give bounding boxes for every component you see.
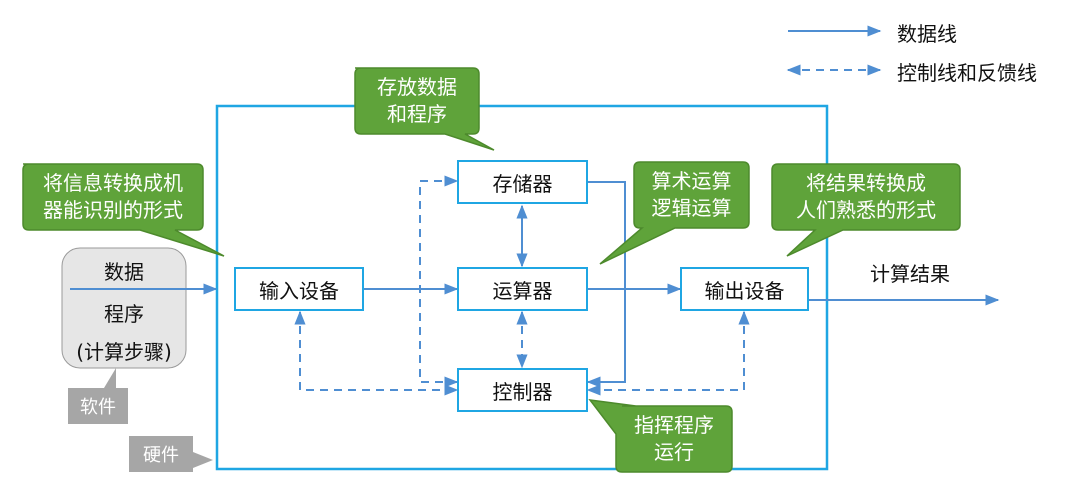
- software-label-shape: [68, 368, 128, 424]
- control-unit: 控制器: [457, 368, 588, 412]
- software-steps-text: (计算步骤): [76, 340, 172, 364]
- output-control-dashed: [586, 310, 750, 396]
- control-callout-line1: 指挥程序: [634, 413, 714, 437]
- alu-callout-line1: 算术运算: [651, 169, 732, 193]
- control-callout-line2: 运行: [654, 440, 694, 464]
- output-device-label: 输出设备: [704, 278, 785, 303]
- memory-callout: 存放数据 和程序: [355, 68, 479, 134]
- memory-callout-line2: 和程序: [387, 102, 447, 126]
- alu-callout-line2: 逻辑运算: [651, 196, 732, 220]
- control-label: 控制器: [492, 379, 553, 404]
- memory-label: 存储器: [492, 171, 553, 196]
- control-callout: 指挥程序 运行: [616, 406, 732, 472]
- memory-unit: 存储器: [457, 160, 588, 204]
- input-control-dashed: [294, 310, 459, 396]
- memory-callout-shape: [354, 67, 495, 151]
- output-device-unit: 输出设备: [680, 267, 809, 311]
- alu-unit: 运算器: [457, 267, 588, 311]
- alu-callout: 算术运算 逻辑运算: [634, 162, 749, 228]
- output-callout-line1: 将结果转换成: [806, 171, 926, 195]
- alu-label: 运算器: [492, 278, 553, 303]
- control-callout-shape: [588, 399, 733, 473]
- software-data-text: 数据: [104, 260, 144, 284]
- input-callout: 将信息转换成机 器能识别的形式: [23, 164, 203, 230]
- memory-to-control-arrow: [586, 181, 626, 388]
- output-callout: 将结果转换成 人们熟悉的形式: [772, 164, 960, 230]
- hardware-label: 硬件: [143, 445, 179, 466]
- control-memory-dashed: [419, 175, 459, 388]
- input-device-unit: 输入设备: [234, 267, 364, 311]
- input-callout-line2: 器能识别的形式: [43, 198, 183, 222]
- legend-data-line-label: 数据线: [897, 22, 957, 46]
- legend-control-line-label: 控制线和反馈线: [897, 61, 1037, 85]
- memory-callout-line1: 存放数据: [377, 75, 457, 99]
- result-label: 计算结果: [870, 262, 950, 286]
- input-callout-shape: [22, 163, 225, 257]
- software-program-text: 程序: [104, 302, 144, 326]
- hardware-label-shape: [129, 436, 213, 472]
- output-callout-shape: [771, 163, 961, 257]
- output-callout-line2: 人们熟悉的形式: [796, 198, 936, 222]
- software-box: [61, 247, 187, 369]
- input-callout-line1: 将信息转换成机: [43, 171, 183, 195]
- software-label: 软件: [80, 397, 116, 418]
- input-device-label: 输入设备: [259, 278, 339, 303]
- alu-callout-shape: [599, 161, 750, 265]
